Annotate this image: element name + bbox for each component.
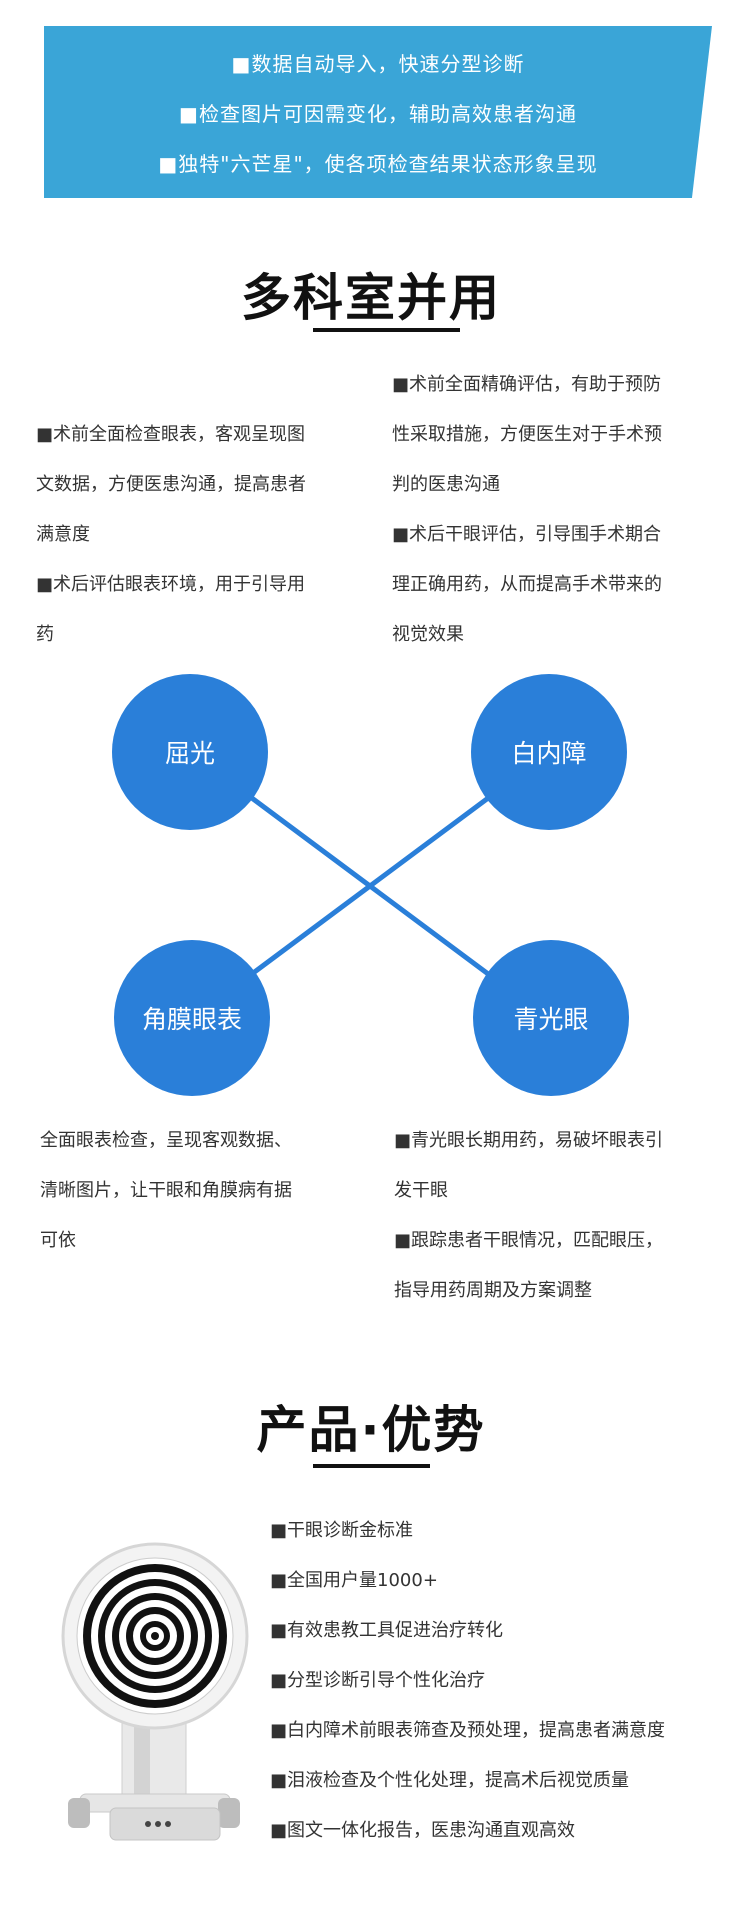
list-item: ■白内障术前眼表筛查及预处理，提高患者满意度 [270,1720,666,1741]
list-item: ■有效患教工具促进治疗转化 [270,1620,504,1641]
text-refraction: ■术前全面检查眼表，客观呈现图 文数据，方便医患沟通，提高患者 满意度 ■术后评… [36,410,356,660]
list-item: ■图文一体化报告，医患沟通直观高效 [270,1820,576,1841]
circle-cornea: 角膜眼表 [114,940,270,1096]
text-line: 理正确用药，从而提高手术带来的 [392,574,662,595]
text-line: ■跟踪患者干眼情况，匹配眼压， [394,1230,664,1251]
title-underline-advantages [313,1464,430,1468]
text-line: 清晰图片，让干眼和角膜病有据 [40,1180,292,1201]
text-line: 视觉效果 [392,624,464,645]
text-line: 发干眼 [394,1180,448,1201]
text-line: ■术前全面精确评估，有助于预防 [392,374,662,395]
section-title-advantages: 产品·优势 [256,1401,486,1459]
text-line: ■术后评估眼表环境，用于引导用 [36,574,306,595]
circle-cataract: 白内障 [471,674,627,830]
advantages-list: ■干眼诊断金标准 ■全国用户量1000+ ■有效患教工具促进治疗转化 ■分型诊断… [270,1506,665,1856]
circle-refraction: 屈光 [112,674,268,830]
text-line: 可依 [40,1230,76,1251]
circle-glaucoma: 青光眼 [473,940,629,1096]
text-line: 文数据，方便医患沟通，提高患者 [36,474,306,495]
text-line: ■术后干眼评估，引导围手术期合 [392,524,662,545]
title-underline-departments [313,328,460,332]
text-cataract: ■术前全面精确评估，有助于预防 性采取措施，方便医生对于手术预 判的医患沟通 ■… [392,360,732,660]
text-line: 药 [36,624,54,645]
list-item: ■分型诊断引导个性化治疗 [270,1670,486,1691]
banner-line-2: ■检查图片可因需变化，辅助高效患者沟通 [179,102,577,126]
section-title-departments: 多科室并用 [241,269,501,327]
list-item: ■泪液检查及个性化处理，提高术后视觉质量 [270,1770,630,1791]
text-line: 指导用药周期及方案调整 [394,1280,592,1301]
text-line: ■术前全面检查眼表，客观呈现图 [36,424,306,445]
list-item: ■干眼诊断金标准 [270,1520,414,1541]
text-line: ■青光眼长期用药，易破坏眼表引 [394,1130,664,1151]
banner-line-1: ■数据自动导入，快速分型诊断 [231,52,525,76]
list-item: ■全国用户量1000+ [270,1570,438,1591]
text-line: 判的医患沟通 [392,474,500,495]
text-line: 全面眼表检查，呈现客观数据、 [40,1130,292,1151]
text-line: 性采取措施，方便医生对于手术预 [392,424,662,445]
text-cornea: 全面眼表检查，呈现客观数据、 清晰图片，让干眼和角膜病有据 可依 [40,1116,360,1266]
feature-banner: ■数据自动导入，快速分型诊断 ■检查图片可因需变化，辅助高效患者沟通 ■独特"六… [44,26,712,198]
banner-line-3: ■独特"六芒星"，使各项检查结果状态形象呈现 [158,152,598,176]
text-glaucoma: ■青光眼长期用药，易破坏眼表引 发干眼 ■跟踪患者干眼情况，匹配眼压， 指导用药… [394,1116,734,1316]
product-device-image [61,1542,249,1841]
text-line: 满意度 [36,524,90,545]
